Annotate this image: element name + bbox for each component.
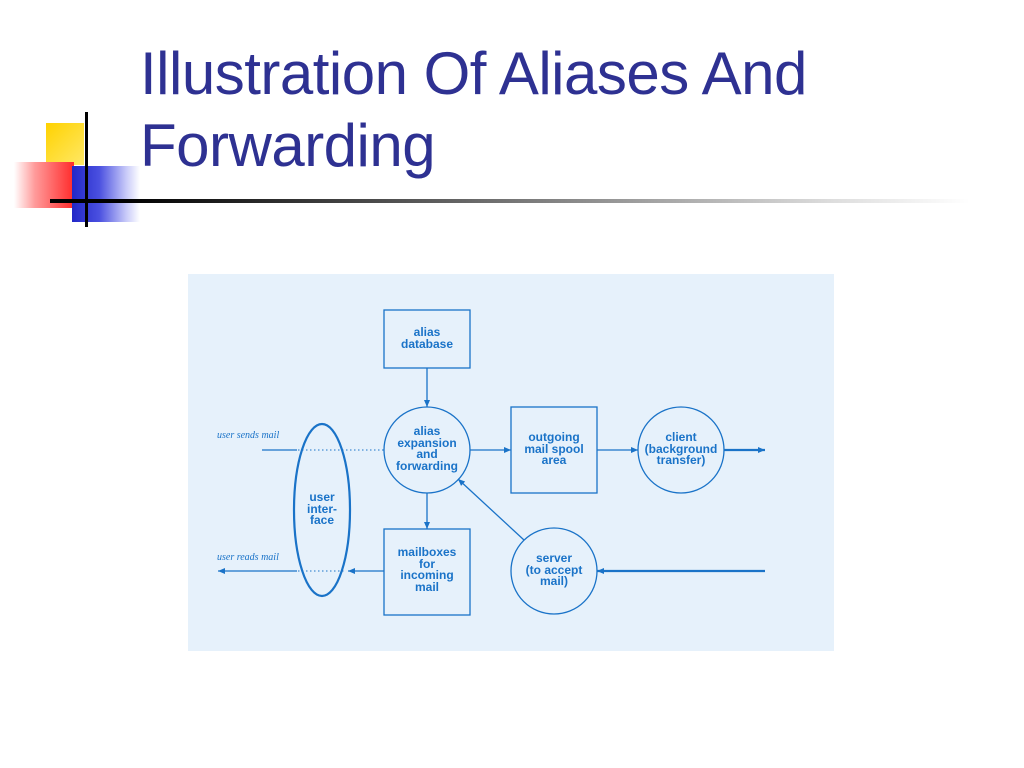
client-label: client (background transfer)	[644, 430, 718, 467]
user-sends-mail-label: user sends mail	[217, 430, 280, 441]
decor-vertical-line	[85, 112, 88, 227]
mailboxes-label: mailboxes for incoming mail	[397, 545, 457, 594]
arrow-server-to-expansion	[457, 478, 525, 541]
decor-yellow-square	[46, 123, 84, 165]
user-reads-mail-label: user reads mail	[217, 552, 279, 563]
server-label: server (to accept mail)	[525, 551, 583, 588]
user-interface-label: user inter- face	[307, 490, 337, 527]
user-interface-ellipse	[292, 422, 352, 598]
title-underline-rule	[50, 199, 970, 203]
decor-horizontal-line	[50, 199, 90, 203]
slide-title-line-2: Forwarding	[140, 112, 436, 179]
diagram-canvas	[218, 309, 765, 616]
outgoing-spool-label: outgoing mail spool area	[524, 430, 584, 467]
decor-blue-square	[72, 166, 140, 222]
slide-title: Illustration Of Aliases And Forwarding	[140, 38, 807, 182]
alias-database-label: alias database	[400, 325, 454, 351]
alias-expansion-label: alias expansion and forwarding	[396, 424, 458, 473]
aliases-forwarding-diagram: alias database alias expansion and forwa…	[188, 274, 834, 651]
slide-title-line-1: Illustration Of Aliases And	[140, 40, 807, 107]
